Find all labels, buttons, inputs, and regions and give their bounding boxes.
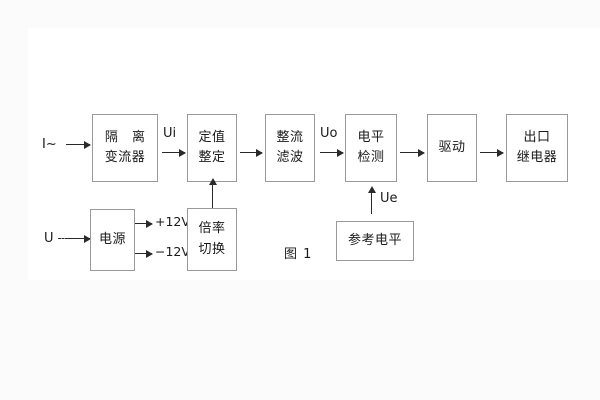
block-setting-value-line1: 定值 — [198, 129, 226, 145]
block-isolation-transformer-line2: 变流器 — [104, 150, 146, 165]
block-rectify-filter: 整流 滤波 — [265, 114, 315, 182]
current-input-label: I~ — [42, 137, 57, 152]
block-reference-level: 参考电平 — [336, 221, 414, 261]
block-isolation-transformer-line1: 隔 离 — [104, 129, 151, 145]
block-rectify-filter-line2: 滤波 — [276, 150, 304, 165]
block-driver-line1: 驱动 — [438, 139, 466, 155]
block-level-detect-line1: 电平 — [357, 129, 385, 145]
block-reference-level-line1: 参考电平 — [347, 232, 402, 248]
block-multiplier-switch: 倍率 切换 — [187, 208, 237, 271]
minus-12v-label: −12V — [155, 244, 190, 259]
block-power-supply: 电源 — [90, 209, 135, 271]
arrow-level-detect-to-driver — [400, 148, 425, 157]
plus-12v-label: +12V — [155, 214, 190, 229]
arrow-current-to-isolation — [66, 140, 91, 149]
arrow-isolation-to-setting — [162, 148, 186, 157]
arrow-setting-to-rectify — [240, 148, 263, 157]
ui-label: Ui — [163, 126, 177, 141]
block-rectify-filter-line1: 整流 — [276, 129, 304, 145]
block-setting-value: 定值 整定 — [187, 114, 237, 182]
uo-label: Uo — [320, 126, 338, 141]
block-driver: 驱动 — [427, 114, 477, 182]
arrow-power-plus12v — [135, 219, 153, 228]
arrow-driver-to-output-relay — [480, 148, 504, 157]
arrow-multiplier-to-setting — [208, 178, 217, 208]
block-isolation-transformer: 隔 离 变流器 — [92, 114, 158, 182]
arrow-power-minus12v — [135, 249, 153, 258]
arrow-rectify-to-level-detect — [320, 148, 344, 157]
arrow-voltage-to-power-supply — [68, 234, 91, 243]
arrow-reference-to-level-detect — [367, 186, 376, 214]
block-output-relay-line2: 继电器 — [516, 150, 558, 165]
block-output-relay: 出口 继电器 — [506, 114, 568, 182]
block-level-detect: 电平 检测 — [345, 114, 397, 182]
block-setting-value-line2: 整定 — [198, 150, 226, 165]
voltage-input-dash — [58, 238, 68, 239]
block-level-detect-line2: 检测 — [357, 150, 385, 165]
block-multiplier-switch-line2: 切换 — [198, 241, 226, 257]
figure-caption: 图 1 — [284, 247, 313, 262]
ue-label: Ue — [380, 191, 398, 206]
block-output-relay-line1: 出口 — [523, 129, 551, 145]
block-multiplier-switch-line1: 倍率 — [198, 221, 226, 237]
voltage-input-label: U — [44, 231, 54, 246]
block-power-supply-line1: 电源 — [98, 231, 126, 247]
